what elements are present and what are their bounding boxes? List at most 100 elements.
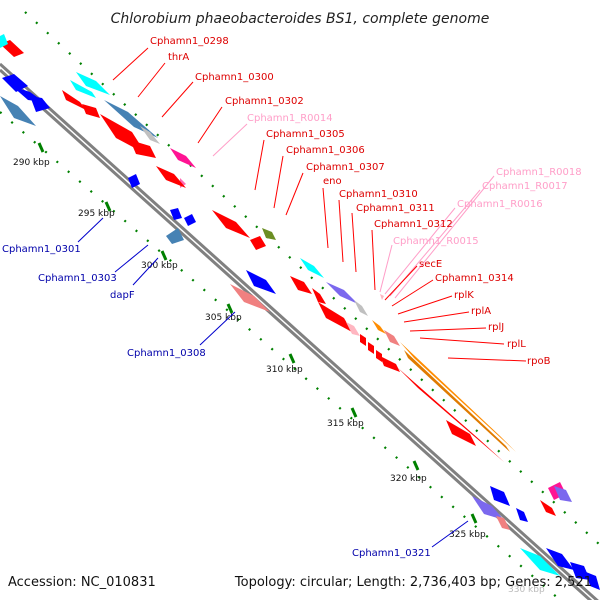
gene-label[interactable]: Cphamn1_0305: [266, 129, 345, 140]
gene-forward[interactable]: [404, 350, 510, 452]
scale-ticks: [37, 142, 478, 524]
gene-reverse[interactable]: [30, 96, 50, 112]
gene-forward[interactable]: [400, 342, 516, 452]
gene-label[interactable]: dapF: [110, 290, 135, 301]
gene-forward[interactable]: [398, 368, 504, 462]
gene-label[interactable]: rplJ: [488, 322, 504, 333]
gene-label[interactable]: rplA: [471, 306, 491, 317]
gene-reverse[interactable]: [472, 496, 504, 520]
gene-forward[interactable]: [368, 342, 374, 354]
gene-forward[interactable]: [540, 500, 556, 516]
gene-forward[interactable]: [82, 104, 100, 118]
gene-reverse[interactable]: [496, 516, 510, 530]
gene-reverse[interactable]: [520, 548, 560, 576]
backbone-genes: [62, 90, 556, 516]
gene-forward[interactable]: [170, 148, 196, 168]
gene-label[interactable]: secE: [419, 259, 442, 270]
gene-forward[interactable]: [372, 320, 386, 334]
map-title: Chlorobium phaeobacteroides BS1, complet…: [111, 11, 490, 27]
gene-reverse[interactable]: [570, 562, 590, 580]
scale-label-300: 300 kbp: [141, 261, 178, 271]
gene-forward[interactable]: [262, 228, 276, 240]
gene-reverse[interactable]: [230, 284, 270, 312]
gene-forward[interactable]: [76, 72, 110, 95]
gene-label[interactable]: Cphamn1_R0014: [247, 113, 333, 124]
gene-forward[interactable]: [346, 322, 360, 336]
gene-label[interactable]: rplL: [507, 339, 526, 350]
gene-forward[interactable]: [156, 166, 186, 188]
scale-label-320: 320 kbp: [390, 474, 427, 484]
gene-forward[interactable]: [318, 302, 352, 332]
scale-label-310: 310 kbp: [266, 365, 303, 375]
reverse-strand-genes: [0, 74, 600, 590]
label-leaders-forward: [112, 47, 527, 362]
gene-label[interactable]: Cphamn1_0312: [374, 219, 453, 230]
gene-forward[interactable]: [312, 288, 326, 304]
gene-forward[interactable]: [326, 282, 358, 304]
inner-tick-ring: [0, 111, 561, 600]
gene-label[interactable]: Cphamn1_0301: [2, 244, 81, 255]
scale-label-295: 295 kbp: [78, 209, 115, 219]
gene-label[interactable]: Cphamn1_0314: [435, 273, 514, 284]
gene-label[interactable]: thrA: [168, 52, 189, 63]
gene-label[interactable]: Cphamn1_0298: [150, 36, 229, 47]
gene-label[interactable]: rplK: [454, 290, 474, 301]
gene-forward[interactable]: [384, 330, 400, 346]
gene-forward[interactable]: [70, 80, 96, 98]
gene-label[interactable]: Cphamn1_0307: [306, 162, 385, 173]
gene-forward[interactable]: [130, 140, 156, 158]
scale-label-325: 325 kbp: [449, 530, 486, 540]
gene-label[interactable]: Cphamn1_0308: [127, 348, 206, 359]
gene-forward[interactable]: [380, 294, 384, 300]
gene-forward[interactable]: [212, 210, 250, 238]
gene-label[interactable]: Cphamn1_0311: [356, 203, 435, 214]
accession-text: Accession: NC_010831: [8, 575, 156, 590]
topology-text: Topology: circular; Length: 2,736,403 bp…: [234, 575, 592, 590]
gene-reverse[interactable]: [586, 572, 600, 590]
gene-label[interactable]: Cphamn1_R0016: [457, 199, 543, 210]
gene-forward[interactable]: [354, 300, 368, 316]
gene-label[interactable]: eno: [323, 176, 342, 187]
gene-forward[interactable]: [62, 90, 86, 110]
gene-reverse[interactable]: [2, 74, 28, 92]
gene-labels-reverse: Cphamn1_0301 Cphamn1_0303 dapF Cphamn1_0…: [2, 244, 431, 559]
label-leaders-reverse: [77, 217, 469, 548]
scale-label-315: 315 kbp: [327, 419, 364, 429]
gene-label[interactable]: Cphamn1_0302: [225, 96, 304, 107]
gene-label[interactable]: Cphamn1_0306: [286, 145, 365, 156]
gene-forward[interactable]: [360, 334, 366, 346]
gene-reverse[interactable]: [0, 96, 36, 126]
scale-labels: 290 kbp 295 kbp 300 kbp 305 kbp 310 kbp …: [13, 158, 545, 595]
gene-forward[interactable]: [380, 356, 400, 372]
scale-label-330: 330 kbp: [508, 585, 545, 595]
gene-reverse[interactable]: [246, 270, 276, 294]
gene-forward[interactable]: [0, 34, 8, 48]
gene-reverse[interactable]: [516, 508, 528, 522]
gene-label[interactable]: Cphamn1_0321: [352, 548, 431, 559]
gene-label[interactable]: Cphamn1_R0017: [482, 181, 568, 192]
gene-label[interactable]: Cphamn1_0310: [339, 189, 418, 200]
gene-label[interactable]: Cphamn1_0300: [195, 72, 274, 83]
gene-reverse[interactable]: [170, 208, 182, 220]
gene-reverse[interactable]: [490, 486, 510, 506]
gene-label[interactable]: rpoB: [527, 356, 551, 367]
gene-forward[interactable]: [250, 236, 266, 250]
gene-forward[interactable]: [104, 100, 158, 138]
gene-reverse[interactable]: [128, 174, 140, 188]
gene-label[interactable]: Cphamn1_0303: [38, 273, 117, 284]
gene-forward[interactable]: [140, 126, 160, 144]
scale-label-290: 290 kbp: [13, 158, 50, 168]
gene-reverse[interactable]: [184, 214, 196, 226]
gene-forward[interactable]: [300, 258, 324, 278]
gene-reverse[interactable]: [554, 486, 572, 502]
gene-forward[interactable]: [446, 420, 476, 446]
gene-forward[interactable]: [290, 276, 312, 294]
gene-labels-forward: Cphamn1_0298 thrA Cphamn1_0300 Cphamn1_0…: [150, 36, 582, 367]
gene-reverse[interactable]: [166, 228, 184, 244]
gene-forward[interactable]: [376, 350, 382, 362]
gene-reverse[interactable]: [546, 548, 574, 570]
gene-label[interactable]: Cphamn1_R0018: [496, 167, 582, 178]
gene-label[interactable]: Cphamn1_R0015: [393, 236, 479, 247]
